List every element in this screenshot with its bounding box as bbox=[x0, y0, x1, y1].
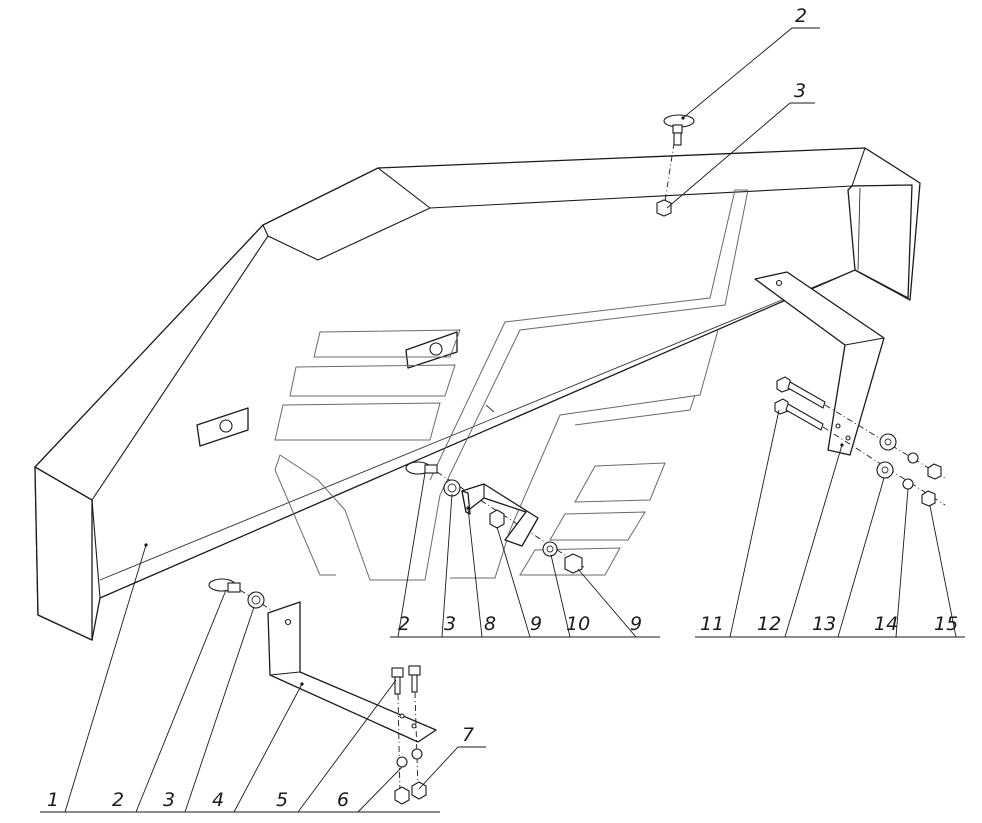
callout-b-1: 1 bbox=[47, 789, 59, 811]
lock-washer-lower bbox=[902, 478, 914, 490]
flat-washer-upper bbox=[879, 433, 897, 451]
callout-mid-3: 3 bbox=[444, 613, 456, 635]
washer-b2 bbox=[411, 748, 423, 760]
washer-b1 bbox=[396, 756, 408, 768]
panel-logo-graphic bbox=[274, 189, 749, 581]
callout-mid-9a: 9 bbox=[530, 613, 542, 635]
nut-mid bbox=[443, 479, 461, 497]
fender-rear-flange bbox=[847, 184, 913, 299]
washer-10 bbox=[542, 541, 558, 557]
flat-washer-lower bbox=[876, 461, 894, 479]
callout-b-4: 4 bbox=[212, 789, 224, 811]
callout-mid-2: 2 bbox=[398, 613, 410, 635]
right-bracket-assembly bbox=[754, 271, 946, 507]
nut-b1 bbox=[394, 786, 410, 805]
nut-9a bbox=[489, 509, 505, 529]
callout-mid-9b: 9 bbox=[630, 613, 642, 635]
callout-top-3: 3 bbox=[794, 80, 806, 102]
callout-b-6: 6 bbox=[337, 789, 349, 811]
nut-b2 bbox=[411, 781, 427, 800]
nut-upper bbox=[927, 463, 942, 480]
callout-b-5: 5 bbox=[276, 789, 288, 811]
callout-r-14: 14 bbox=[874, 613, 898, 635]
callout-top-2: 2 bbox=[795, 5, 807, 27]
lock-washer-upper bbox=[907, 452, 919, 464]
nut-9b bbox=[564, 553, 583, 574]
top-pin-assembly bbox=[656, 114, 695, 217]
bottom-hardware bbox=[208, 578, 437, 805]
callout-mid-10: 10 bbox=[566, 613, 590, 635]
hex-nut-top bbox=[656, 199, 672, 217]
fender-front-flange bbox=[34, 466, 93, 641]
fender-panel bbox=[34, 147, 921, 641]
callout-b-2: 2 bbox=[112, 789, 124, 811]
callout-r-12: 12 bbox=[757, 613, 781, 635]
nut-lower bbox=[921, 490, 936, 507]
bolt-b2 bbox=[408, 665, 421, 693]
callouts: 2 3 2 3 8 9 10 9 11 12 13 14 15 bbox=[40, 5, 965, 813]
nut-bottom bbox=[247, 591, 265, 609]
bolt-upper bbox=[776, 376, 826, 409]
bolt-b1 bbox=[391, 667, 404, 695]
callout-b-3: 3 bbox=[163, 789, 175, 811]
callout-r-15: 15 bbox=[934, 613, 958, 635]
callout-r-13: 13 bbox=[812, 613, 836, 635]
mounting-tab-left bbox=[196, 407, 249, 447]
mounting-tab-center bbox=[405, 331, 458, 369]
callout-r-11: 11 bbox=[700, 613, 724, 635]
flat-l-bracket bbox=[267, 601, 437, 743]
callout-b-7: 7 bbox=[462, 724, 474, 746]
bolt-lower bbox=[774, 398, 824, 431]
callout-mid-8: 8 bbox=[484, 613, 496, 635]
